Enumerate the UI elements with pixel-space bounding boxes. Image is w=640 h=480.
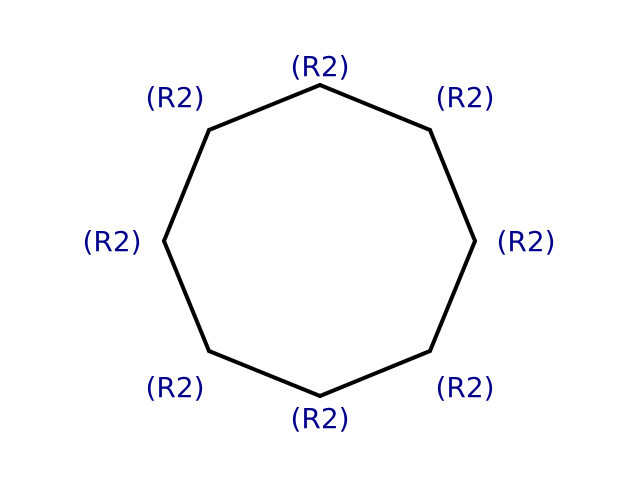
bond-1-2 [318,83,432,132]
substituent-label-bottom: (R2) [290,402,349,435]
bond-6-7 [162,239,211,353]
bond-4-5 [318,349,432,398]
substituent-label-left: (R2) [82,225,141,258]
substituent-label-top-right: (R2) [435,81,494,114]
substituent-label-top: (R2) [290,50,349,83]
substituent-label-top-left: (R2) [145,81,204,114]
bond-7-8 [162,128,211,243]
bond-8-1 [207,83,322,132]
bond-5-6 [207,349,322,398]
substituent-label-bottom-right: (R2) [435,371,494,404]
bond-2-3 [428,128,477,243]
substituent-label-right: (R2) [496,225,555,258]
substituent-label-bottom-left: (R2) [145,371,204,404]
bond-3-4 [428,239,477,353]
ring-bonds [162,83,477,398]
substituent-labels: (R2) (R2) (R2) (R2) (R2) (R2) (R2) (R2) [82,50,555,435]
